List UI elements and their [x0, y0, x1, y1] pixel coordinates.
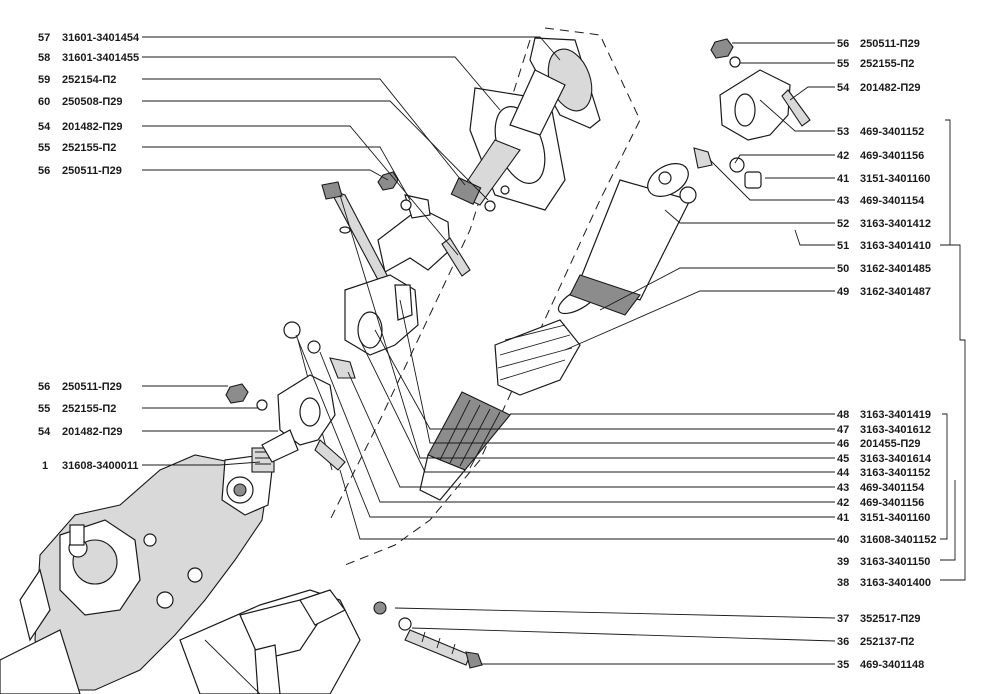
- callout-code: 201455-П29: [860, 438, 921, 450]
- callout-number: 54: [38, 121, 51, 133]
- splined-shaft: [419, 391, 511, 501]
- callout-number: 56: [837, 38, 849, 50]
- callout-number: 52: [837, 218, 849, 230]
- lower-yoke-left: [225, 374, 346, 471]
- callout-number: 56: [38, 381, 50, 393]
- callout-number: 57: [38, 32, 50, 44]
- callout-code: 3151-3401160: [860, 173, 930, 185]
- lower-bolt-set: [373, 601, 483, 669]
- callout-code: 3163-3401614: [860, 453, 932, 465]
- leader-lines: [142, 36, 966, 665]
- callout-code: 250511-П29: [62, 381, 122, 393]
- callout-number: 35: [837, 659, 849, 671]
- callout-number: 55: [38, 142, 50, 154]
- callout-number: 45: [837, 453, 849, 465]
- callout-code: 3163-3401150: [860, 556, 930, 568]
- callout-number: 1: [42, 460, 48, 472]
- callout-code: 250511-П29: [62, 165, 122, 177]
- callout-code: 31608-3400011: [62, 460, 138, 472]
- callout-number: 54: [38, 426, 51, 438]
- callout-code: 469-3401148: [860, 659, 924, 671]
- callout-code: 252154-П2: [62, 74, 116, 86]
- callout-code: 31608-3401152: [860, 534, 936, 546]
- callout-code: 469-3401156: [860, 150, 924, 162]
- callout-number: 48: [837, 409, 849, 421]
- callout-number: 53: [837, 126, 849, 138]
- callout-code: 252137-П2: [860, 636, 914, 648]
- callout-code: 31601-3401455: [62, 52, 139, 64]
- callouts-left: 57 31601-3401454 58 31601-3401455 59 252…: [38, 32, 140, 472]
- callout-number: 39: [837, 556, 849, 568]
- callout-number: 56: [38, 165, 50, 177]
- callout-code: 201482-П29: [62, 121, 123, 133]
- telescopic-tube: [569, 163, 697, 316]
- callout-code: 3162-3401487: [860, 286, 931, 298]
- callout-code: 31601-3401454: [62, 32, 140, 44]
- callout-code: 3151-3401160: [860, 512, 930, 524]
- callout-code: 201482-П29: [62, 426, 123, 438]
- callout-code: 469-3401156: [860, 497, 924, 509]
- callout-number: 55: [38, 403, 50, 415]
- callout-number: 42: [837, 497, 849, 509]
- callout-code: 3162-3401485: [860, 263, 931, 275]
- callout-code: 3163-3401410: [860, 240, 931, 252]
- callout-number: 47: [837, 424, 849, 436]
- callout-number: 36: [837, 636, 849, 648]
- callout-code: 252155-П2: [62, 142, 116, 154]
- callout-number: 40: [837, 534, 849, 546]
- upper-yoke-right: [693, 38, 811, 189]
- callout-number: 37: [837, 613, 849, 625]
- callout-code: 3163-3401419: [860, 409, 931, 421]
- callout-code: 3163-3401612: [860, 424, 931, 436]
- callout-code: 250511-П29: [860, 38, 920, 50]
- callout-code: 252155-П2: [62, 403, 116, 415]
- callout-number: 59: [38, 74, 50, 86]
- upper-flange-assembly: [450, 37, 601, 212]
- callout-code: 201482-П29: [860, 82, 921, 94]
- callout-code: 469-3401154: [860, 482, 925, 494]
- callout-code: 252155-П2: [860, 58, 914, 70]
- callout-code: 3163-3401400: [860, 577, 931, 589]
- callout-number: 54: [837, 82, 850, 94]
- callout-code: 352517-П29: [860, 613, 921, 625]
- callout-code: 469-3401152: [860, 126, 924, 138]
- callouts-right: 56 250511-П29 55 252155-П2 54 201482-П29…: [837, 38, 936, 671]
- callout-number: 49: [837, 286, 849, 298]
- callout-number: 43: [837, 482, 849, 494]
- steering-gear-housing: [0, 447, 275, 694]
- callout-number: 43: [837, 195, 849, 207]
- callout-number: 60: [38, 96, 50, 108]
- callout-number: 42: [837, 150, 849, 162]
- callout-number: 50: [837, 263, 849, 275]
- callout-number: 44: [837, 467, 850, 479]
- callout-code: 469-3401154: [860, 195, 925, 207]
- callout-number: 51: [837, 240, 849, 252]
- callout-number: 46: [837, 438, 849, 450]
- callout-number: 38: [837, 577, 849, 589]
- callout-number: 58: [38, 52, 50, 64]
- callout-number: 41: [837, 173, 849, 185]
- callout-number: 55: [837, 58, 849, 70]
- callout-code: 250508-П29: [62, 96, 123, 108]
- callout-code: 3163-3401152: [860, 467, 930, 479]
- callout-code: 3163-3401412: [860, 218, 931, 230]
- frame-bracket: [179, 589, 361, 694]
- callout-number: 41: [837, 512, 849, 524]
